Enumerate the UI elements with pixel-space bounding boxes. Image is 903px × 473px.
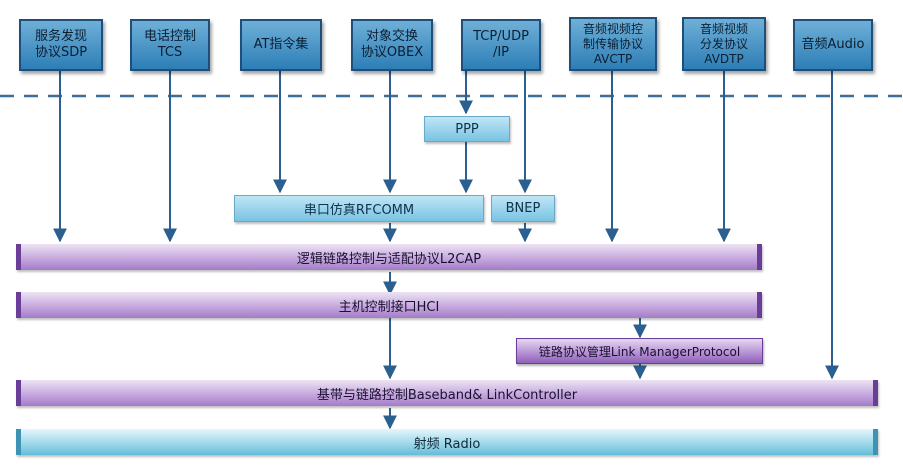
protocol-box-sdp: 服务发现 协议SDP [19, 19, 103, 71]
ppp-box: PPP [424, 116, 510, 142]
radio-layer: 射频 Radio [16, 429, 878, 455]
baseband-layer: 基带与链路控制Baseband& LinkController [16, 380, 878, 406]
l2cap-layer: 逻辑链路控制与适配协议L2CAP [16, 244, 762, 270]
bnep-box: BNEP [491, 195, 555, 222]
protocol-box-audio: 音频Audio [793, 19, 873, 71]
protocol-box-tcpip: TCP/UDP /IP [461, 19, 541, 71]
hci-layer: 主机控制接口HCI [16, 292, 762, 318]
protocol-box-tcs: 电话控制 TCS [130, 19, 210, 71]
protocol-box-avctp: 音频视频控 制传输协议 AVCTP [569, 17, 657, 71]
lmp-box: 链路协议管理Link ManagerProtocol [516, 338, 763, 364]
protocol-box-at: AT指令集 [240, 19, 322, 71]
protocol-box-obex: 对象交换 协议OBEX [351, 19, 433, 71]
rfcomm-box: 串口仿真RFCOMM [234, 195, 484, 222]
protocol-box-avdtp: 音频视频 分发协议 AVDTP [682, 17, 766, 71]
